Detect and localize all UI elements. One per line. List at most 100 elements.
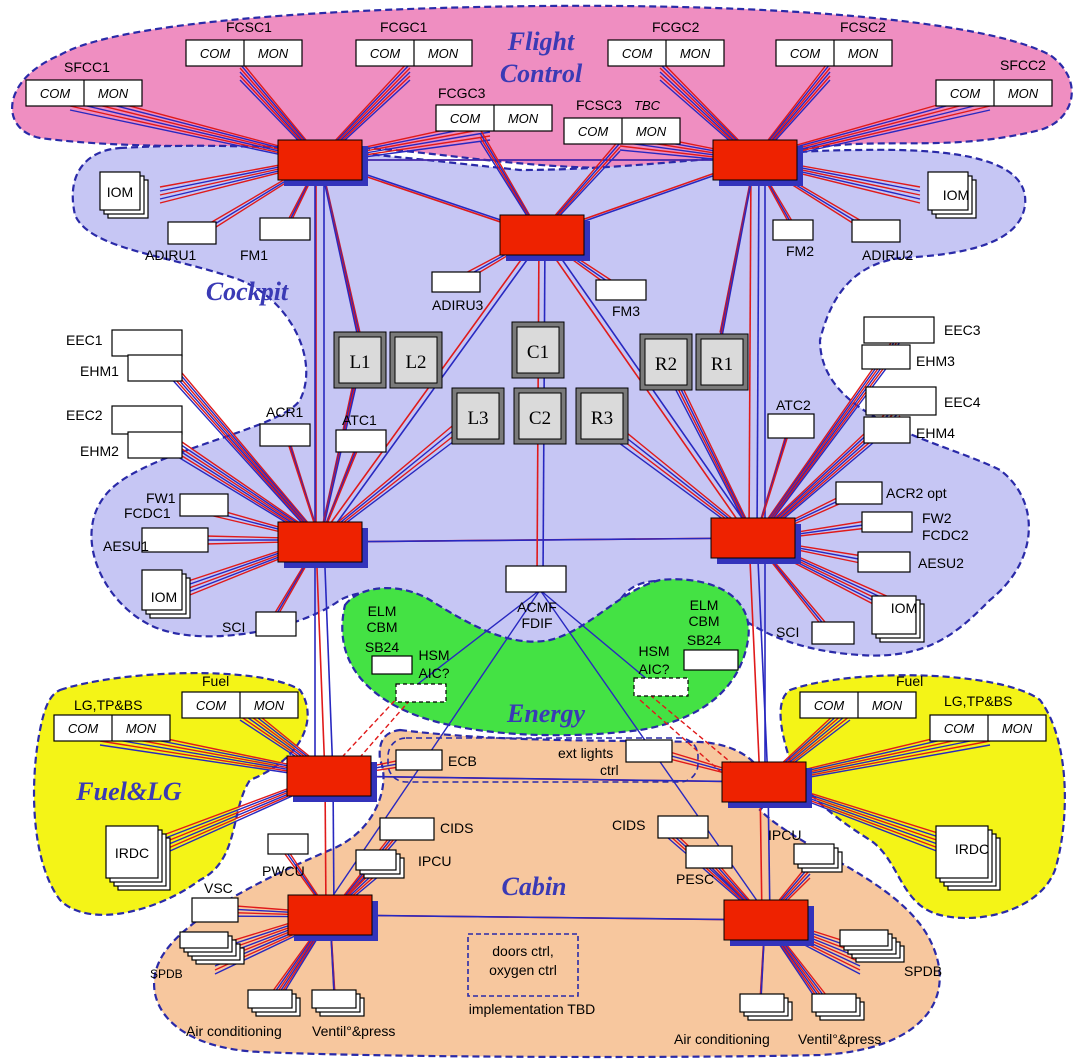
text-layer: Flight Control Cockpit Energy Fuel&LG Ca… (40, 19, 1046, 1047)
atc1-box (335, 429, 387, 453)
ehm2-box (127, 431, 183, 459)
adiru2-box (851, 219, 901, 243)
ext-lights-box (625, 739, 673, 763)
pesc-box (685, 845, 733, 869)
network-link (319, 422, 471, 542)
acmf-box (505, 565, 567, 593)
dashed-link (639, 699, 731, 781)
zone-label-energy: Energy (506, 699, 585, 728)
cids-left-box (379, 817, 435, 841)
pair-com-label: COM (450, 111, 481, 126)
computer-pair-fuel_left (181, 691, 299, 719)
sci-left-label: SCI (222, 619, 245, 635)
hsm-label-right: HSM (638, 643, 669, 659)
ipcu-left-layer (355, 849, 397, 871)
eec1-box (111, 329, 183, 357)
network-link (319, 162, 361, 348)
irdc-left-label: IRDC (115, 845, 149, 861)
cids-right-box (657, 815, 709, 839)
iom-left-lower-label: IOM (151, 589, 177, 605)
network-link (664, 362, 756, 542)
acr2-label: ACR2 opt (886, 485, 947, 501)
pwcu-label: PWCU (262, 863, 305, 879)
eec1-label: EEC1 (66, 332, 103, 348)
network-link (331, 775, 768, 783)
ventil-left-label: Ventil°&press (312, 1023, 395, 1039)
ehm3-label: EHM3 (916, 353, 955, 369)
aesu1-label: AESU1 (103, 538, 149, 554)
adiru2-label: ADIRU2 (862, 247, 914, 263)
aic-label-left: AIC? (418, 665, 449, 681)
sb24-right-box (683, 649, 739, 671)
network-link (322, 537, 757, 543)
spdb-right-label: SPDB (904, 963, 942, 979)
eec4-label: EEC4 (944, 394, 981, 410)
hsm-left-box (395, 683, 447, 703)
sfcc2-label: SFCC2 (1000, 57, 1046, 73)
aesu1-box (141, 527, 209, 553)
pair-mon-label: MON (848, 46, 879, 61)
implementation-tbd-box (467, 933, 579, 997)
network-link (756, 537, 769, 783)
iom-left-layer (99, 171, 141, 211)
fcsc1-label: FCSC1 (226, 19, 272, 35)
pair-mon-label: MON (254, 698, 285, 713)
fcsc2-label: FCSC2 (840, 19, 886, 35)
pair-com-label: COM (370, 46, 401, 61)
fw2-label: FW2 (922, 510, 952, 526)
display-screen-l3 (456, 392, 500, 440)
pair-mon-label: MON (680, 46, 711, 61)
network-link (319, 368, 361, 543)
fm1-box (259, 217, 311, 241)
doors-ctrl-label: doors ctrl, (492, 943, 553, 959)
computer-pair-sfcc1 (25, 79, 143, 107)
iom-left-lower-layer (141, 569, 183, 611)
zone-label-cabin: Cabin (501, 872, 566, 901)
fdif-label: FDIF (521, 615, 552, 631)
pesc-label: PESC (676, 871, 714, 887)
fm3-label: FM3 (612, 303, 640, 319)
irdc-left-layer (105, 825, 159, 879)
display-label-c1: C1 (527, 342, 549, 363)
display-screen-r2 (644, 338, 688, 386)
pair-mon-label: MON (1002, 721, 1033, 736)
zone-label-cockpit: Cockpit (206, 277, 289, 306)
sb24-label-left: SB24 (365, 639, 399, 655)
display-label-r2: R2 (655, 354, 677, 375)
cabin-zone (153, 728, 941, 1059)
aesu2-label: AESU2 (918, 555, 964, 571)
ventil-left-layer (311, 989, 357, 1009)
network-switch-cb_l (287, 894, 373, 936)
eec3-box (863, 316, 935, 344)
display-screen-c1 (516, 326, 560, 374)
display-label-r1: R1 (711, 354, 733, 375)
aircon-left-layer (247, 989, 293, 1009)
pair-mon-label: MON (428, 46, 459, 61)
network-link (149, 354, 321, 544)
aircon-right-label: Air conditioning (674, 1031, 770, 1047)
adiru3-label: ADIRU3 (432, 297, 484, 313)
pair-com-label: COM (196, 698, 227, 713)
fcdc2-label: FCDC2 (922, 527, 969, 543)
ventil-right-layer (811, 993, 857, 1013)
acr1-label: ACR1 (266, 404, 304, 420)
network-switch-fc_r (712, 139, 798, 181)
pair-com-label: COM (622, 46, 653, 61)
network-link (756, 159, 760, 539)
cbm-label-right: CBM (688, 613, 719, 629)
network-switch-ck_l (277, 521, 363, 563)
fw1-box (179, 493, 229, 517)
aesu2-box (857, 551, 911, 573)
iom-right-top-layer (927, 171, 969, 211)
spdb-left-label: SPDB (150, 967, 183, 981)
display-label-l2: L2 (405, 352, 426, 373)
computer-pair-fcsc3 (563, 117, 681, 145)
network-link (664, 368, 756, 544)
network-link (323, 541, 334, 777)
display-label-l1: L1 (349, 352, 370, 373)
network-link (149, 350, 321, 543)
vsc-box (191, 897, 239, 923)
fcgc1-label: FCGC1 (380, 19, 428, 35)
display-screen-r3 (580, 392, 624, 440)
